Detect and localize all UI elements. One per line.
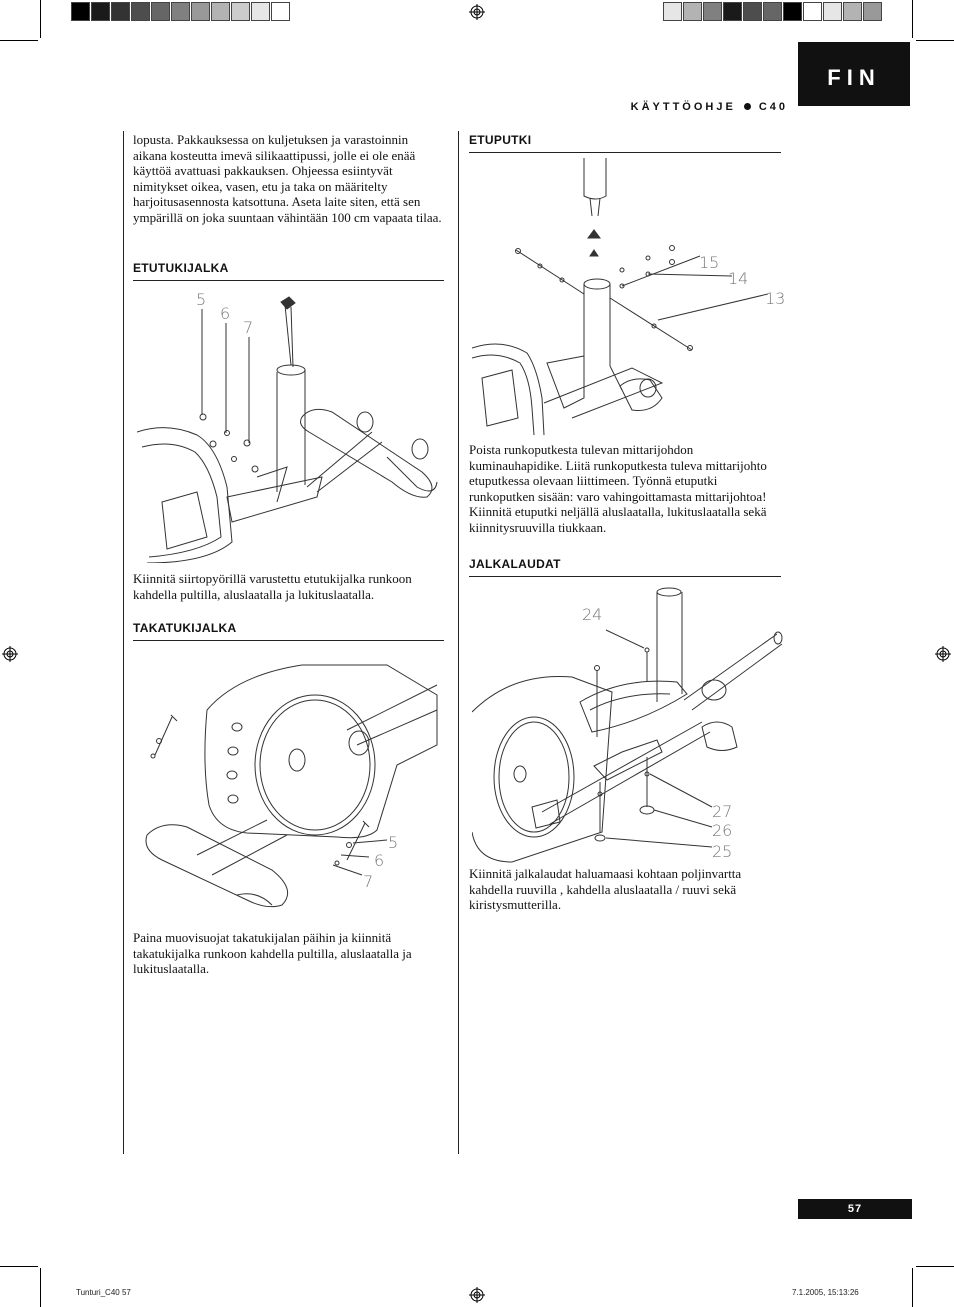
callout-7: 7 [363, 872, 373, 891]
callout-27: 27 [712, 802, 732, 821]
figure-front-stabilizer: 5 6 7 [137, 287, 442, 563]
jalkalaudat-paragraph: Kiinnitä jalkalaudat haluamaasi kohtaan … [469, 866, 742, 913]
registration-mark-icon [2, 646, 18, 662]
color-swatch [151, 2, 170, 21]
column-rule-middle [458, 131, 459, 1154]
running-head: KÄYTTÖOHJE C40 [631, 101, 788, 113]
callout-13: 13 [765, 289, 784, 308]
callout-26: 26 [712, 821, 732, 840]
color-swatch [251, 2, 270, 21]
section-title-takatukijalka: TAKATUKIJALKA [133, 621, 444, 641]
color-swatch [683, 2, 702, 21]
color-bar-right [663, 2, 883, 21]
registration-mark-icon [935, 646, 951, 662]
color-swatch [91, 2, 110, 21]
registration-mark-icon [469, 1287, 485, 1303]
color-swatch [863, 2, 882, 21]
registration-mark-icon [469, 4, 485, 20]
color-swatch [763, 2, 782, 21]
callout-25: 25 [712, 842, 732, 861]
callout-5: 5 [388, 833, 398, 852]
color-swatch [703, 2, 722, 21]
callout-24: 24 [582, 605, 602, 624]
color-swatch [271, 2, 290, 21]
running-head-model: C40 [758, 101, 788, 113]
etuputki-paragraph: Poista runkoputkesta tulevan mittarijohd… [469, 442, 767, 535]
column-rule-left [123, 131, 124, 1154]
callout-7: 7 [243, 318, 253, 337]
color-swatch [663, 2, 682, 21]
callout-6: 6 [374, 851, 384, 870]
color-swatch [231, 2, 250, 21]
color-swatch [111, 2, 130, 21]
bullet-icon [743, 103, 751, 111]
running-head-title: KÄYTTÖOHJE [630, 101, 736, 113]
callout-5: 5 [196, 290, 206, 309]
color-swatch [71, 2, 90, 21]
callout-15: 15 [699, 253, 719, 272]
callout-14: 14 [728, 269, 748, 288]
page-number: 57 [798, 1199, 912, 1219]
color-swatch [783, 2, 802, 21]
color-swatch [843, 2, 862, 21]
intro-paragraph: lopusta. Pakkauksessa on kuljetuksen ja … [133, 132, 442, 225]
figure-front-tube: 15 14 13 [472, 158, 784, 435]
color-swatch [723, 2, 742, 21]
etutukijalka-paragraph: Kiinnitä siirtopyörillä varustettu etutu… [133, 571, 412, 602]
color-swatch [171, 2, 190, 21]
callout-6: 6 [220, 304, 230, 323]
section-title-jalkalaudat: JALKALAUDAT [469, 557, 781, 577]
color-swatch [131, 2, 150, 21]
section-title-etutukijalka: ETUTUKIJALKA [133, 261, 444, 281]
figure-rear-stabilizer: 5 6 7 [137, 655, 442, 910]
slug-left: Tunturi_C40 57 [76, 1288, 131, 1297]
color-swatch [743, 2, 762, 21]
color-swatch [211, 2, 230, 21]
takatukijalka-paragraph: Paina muovisuojat takatukijalan päihin j… [133, 930, 412, 977]
language-tab: FIN [798, 42, 910, 106]
color-bar-left [71, 2, 291, 21]
slug-right: 7.1.2005, 15:13:26 [792, 1288, 859, 1297]
figure-footplates: 24 27 26 25 [472, 582, 784, 864]
color-swatch [823, 2, 842, 21]
color-swatch [191, 2, 210, 21]
section-title-etuputki: ETUPUTKI [469, 133, 781, 153]
color-swatch [803, 2, 822, 21]
